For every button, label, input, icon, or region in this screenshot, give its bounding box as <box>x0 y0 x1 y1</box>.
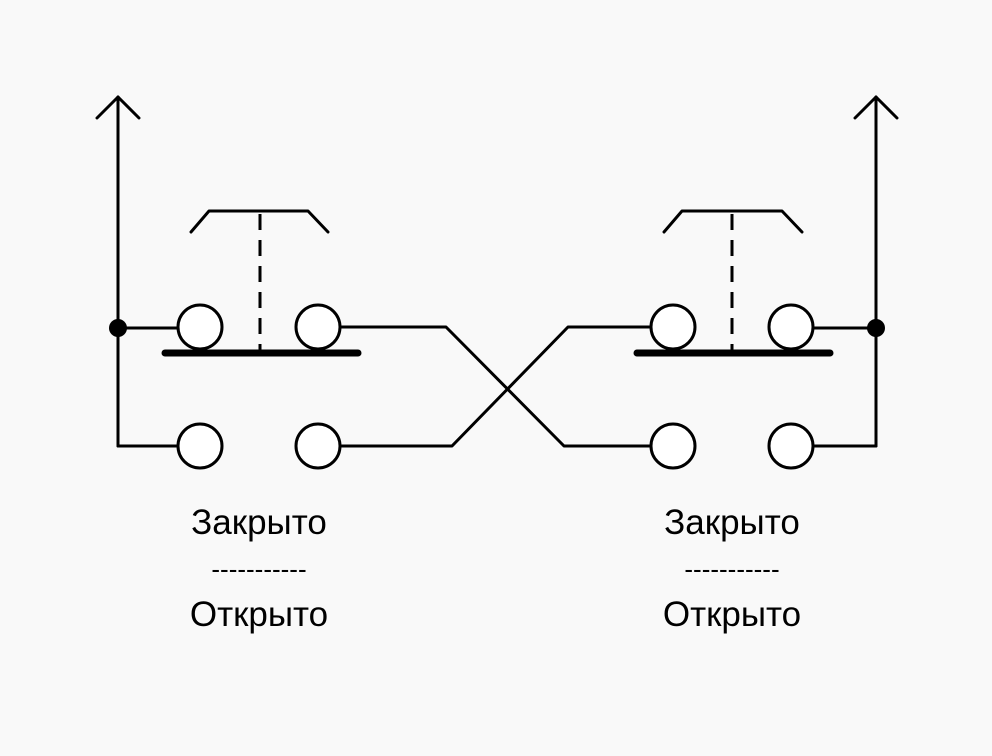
cross-wire-bottom-left-to-top-right <box>338 325 653 448</box>
right-arrow-head-icon <box>853 95 899 120</box>
cross-wire-top-left-to-bottom-right <box>338 325 653 448</box>
left-contact-top-2 <box>294 303 342 351</box>
left-open-label: Открыто <box>189 595 329 634</box>
right-closed-label: Закрыто <box>664 503 800 542</box>
left-switch-assembly <box>95 95 362 470</box>
crossover-wires <box>338 325 653 448</box>
right-switch-assembly <box>633 95 899 470</box>
right-open-label: Открыто <box>662 595 802 634</box>
right-contact-top-1 <box>649 303 697 351</box>
right-contact-bottom-1 <box>649 422 697 470</box>
right-separator: ----------- <box>684 554 780 584</box>
right-button-cap <box>662 209 804 234</box>
left-contact-top-1 <box>176 303 224 351</box>
left-contact-bottom-2 <box>294 422 342 470</box>
left-separator: ----------- <box>211 554 307 584</box>
left-contact-bottom-1 <box>176 422 224 470</box>
left-closed-label: Закрыто <box>191 503 327 542</box>
left-arrow-head-icon <box>95 95 141 120</box>
right-contact-top-2 <box>767 303 815 351</box>
left-button-cap <box>189 209 330 234</box>
right-contact-bottom-2 <box>767 422 815 470</box>
